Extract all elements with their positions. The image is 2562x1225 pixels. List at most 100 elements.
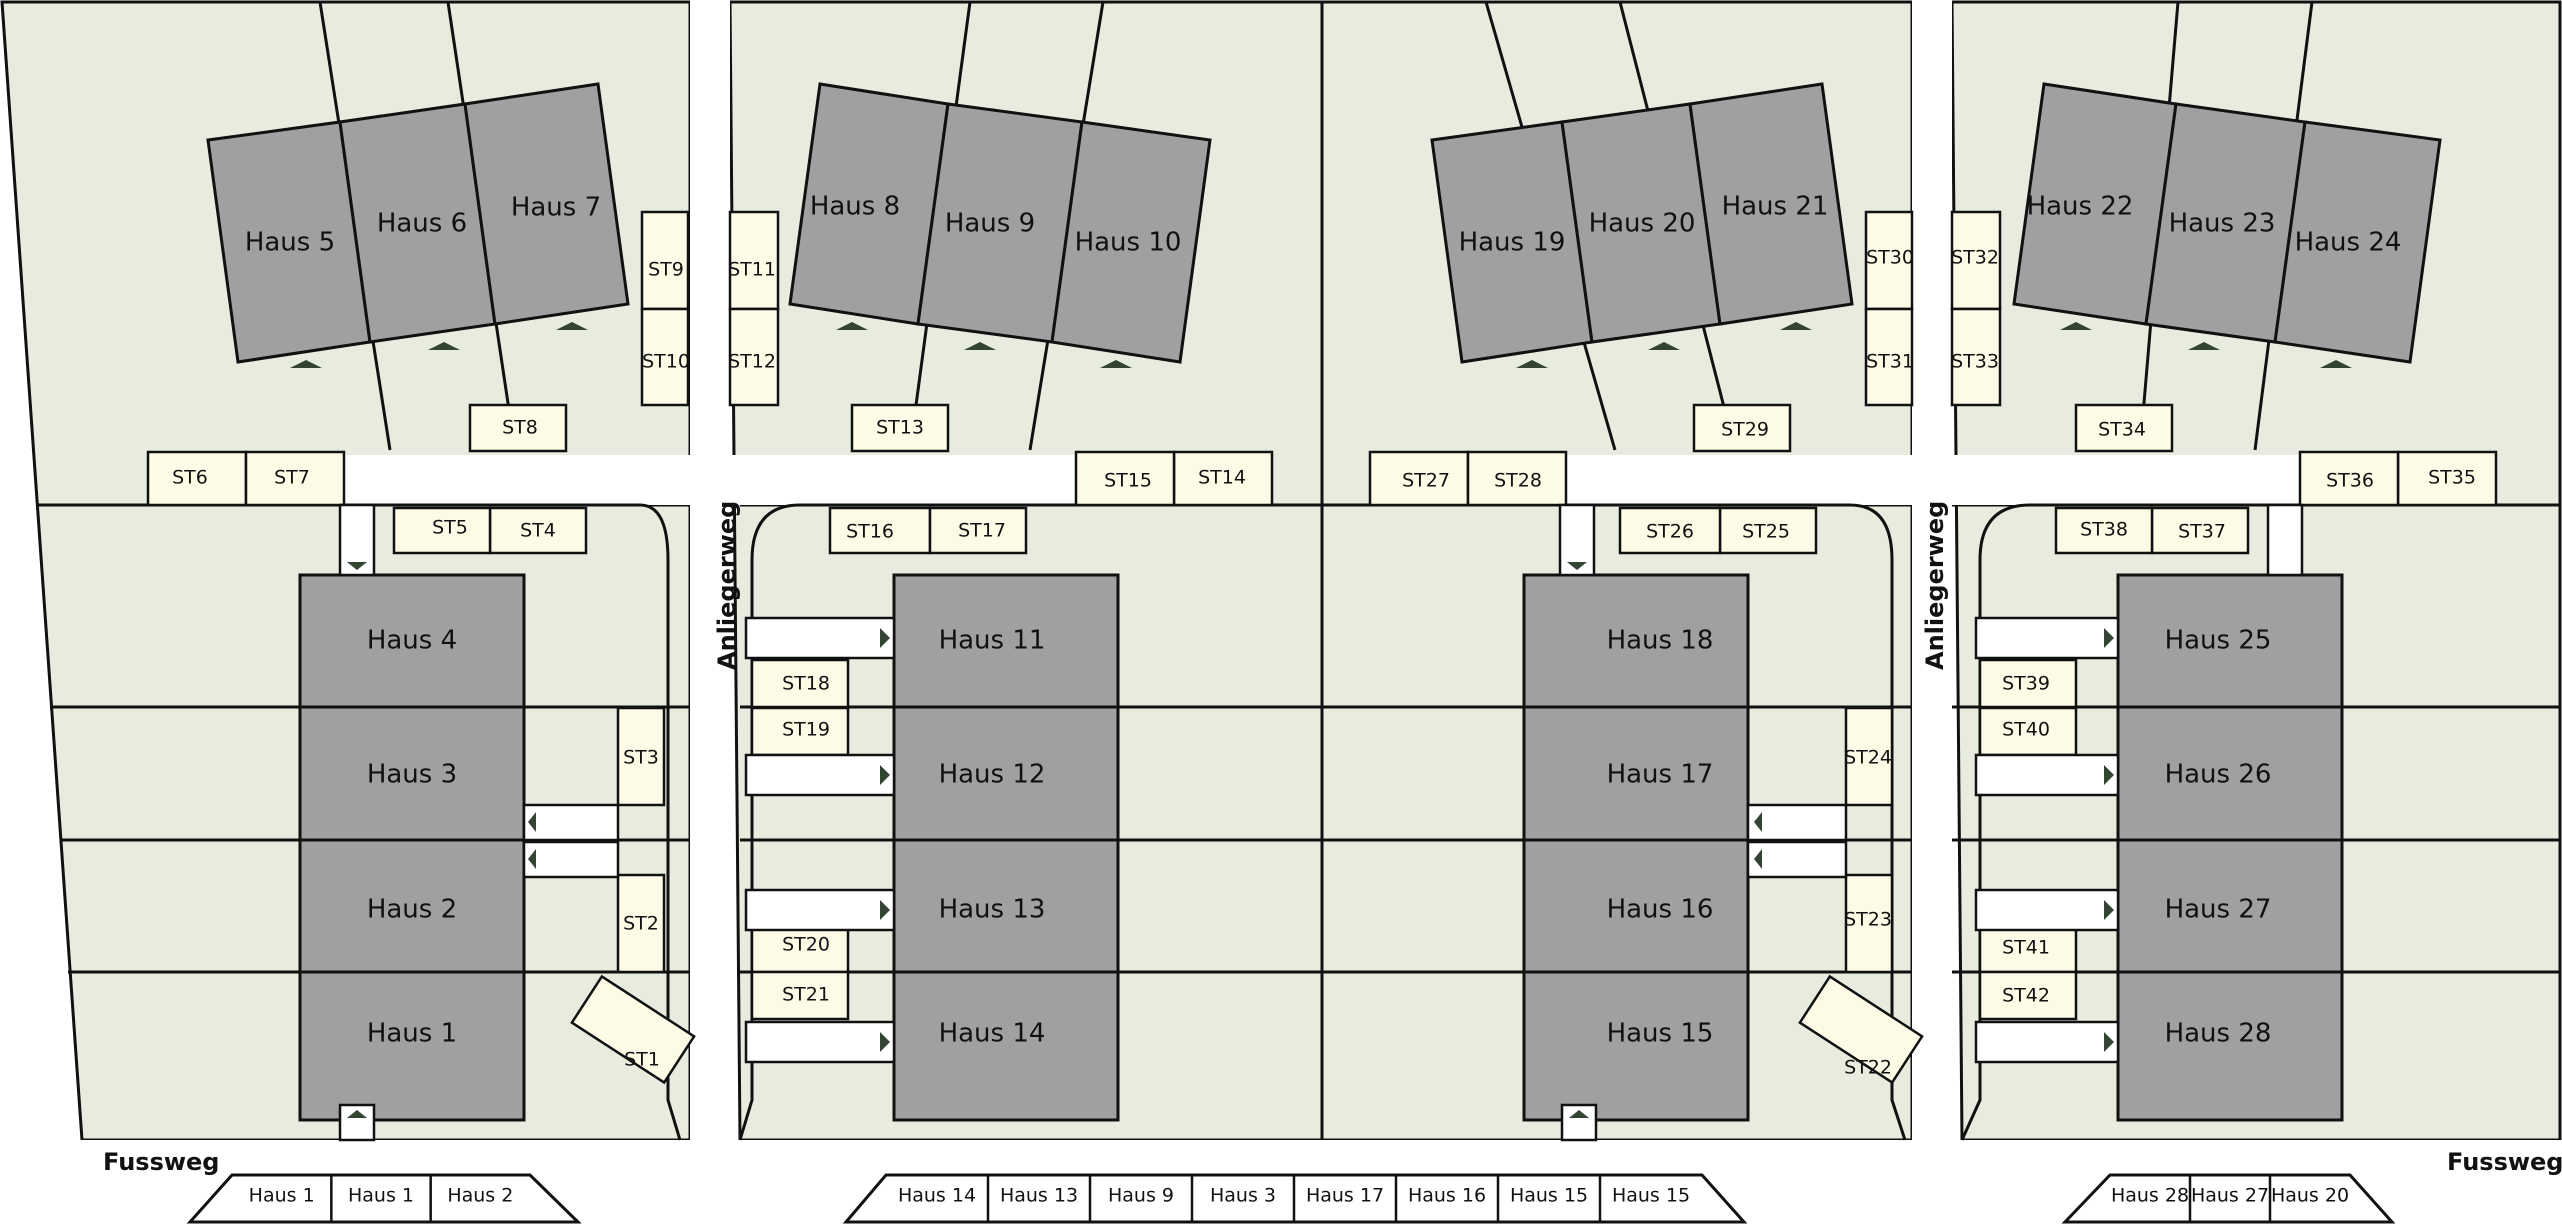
parking-st23 (1844, 873, 1894, 974)
entrance-arrow-icon (428, 342, 460, 350)
cross-way-1 (340, 455, 1270, 505)
parking-label-st38: ST38 (2080, 519, 2128, 541)
house-label-haus3: Haus 3 (367, 760, 457, 790)
entrance-arrow-icon (964, 342, 996, 350)
parking-st19 (750, 706, 850, 757)
house-label-haus14: Haus 14 (939, 1019, 1046, 1049)
house-haus24 (2273, 120, 2442, 364)
parking-st36 (2298, 450, 2400, 507)
parking-label-st21: ST21 (782, 984, 830, 1006)
driveway (2266, 503, 2304, 577)
parking-label-st2: ST2 (623, 913, 659, 935)
parking-label-st37: ST37 (2178, 521, 2226, 543)
anliegerweg-label-left: Anliegerweg (713, 501, 741, 670)
parking-label-st40: ST40 (2002, 719, 2050, 741)
fussweg-label-left: Fussweg (103, 1148, 219, 1176)
entrance-arrow-icon (528, 849, 536, 869)
driveway (744, 753, 896, 797)
parking-label-st19: ST19 (782, 719, 830, 741)
house-label-haus15: Haus 15 (1607, 1019, 1714, 1049)
driveway (744, 1020, 896, 1064)
garage-label-right-0: Haus 28 (2111, 1185, 2189, 1207)
parking-label-st14: ST14 (1198, 467, 1246, 489)
house-label-haus13: Haus 13 (939, 895, 1046, 925)
garage-label-middle-0: Haus 14 (898, 1185, 976, 1207)
entrance-arrow-icon (2060, 322, 2092, 330)
curb-line (340, 503, 682, 1141)
parking-label-st17: ST17 (958, 520, 1006, 542)
driveway (744, 888, 896, 932)
house-label-haus26: Haus 26 (2165, 760, 2272, 790)
parking-label-st10: ST10 (642, 351, 690, 373)
house-label-haus5: Haus 5 (245, 228, 335, 258)
parking-st5 (392, 506, 492, 555)
garage-label-middle-7: Haus 15 (1612, 1185, 1690, 1207)
parking-label-st36: ST36 (2326, 470, 2374, 492)
driveway (1974, 888, 2120, 932)
parking-label-st27: ST27 (1402, 470, 1450, 492)
house-label-haus6: Haus 6 (377, 209, 467, 239)
house-label-haus19: Haus 19 (1459, 228, 1566, 258)
entrance-arrow-icon (2188, 342, 2220, 350)
house-label-haus7: Haus 7 (511, 193, 601, 223)
parking-label-st41: ST41 (2002, 937, 2050, 959)
driveway (1974, 616, 2120, 660)
parking-st1 (570, 974, 696, 1085)
entrance-arrow-icon (290, 360, 322, 368)
parking-st9 (640, 210, 690, 311)
parking-label-st23: ST23 (1844, 909, 1892, 931)
driveway (1974, 753, 2120, 797)
parking-label-st16: ST16 (846, 521, 894, 543)
entrance-arrow-icon (2104, 1032, 2114, 1052)
parking-label-st9: ST9 (648, 259, 684, 281)
garage-label-middle-5: Haus 16 (1408, 1185, 1486, 1207)
driveway (744, 616, 896, 660)
parking-label-st13: ST13 (876, 417, 924, 439)
house-label-haus4: Haus 4 (367, 626, 457, 656)
house-label-haus24: Haus 24 (2295, 228, 2402, 258)
parking-label-st33: ST33 (1951, 351, 1999, 373)
parking-st24 (1844, 706, 1894, 807)
anliegerweg-label-right: Anliegerweg (1921, 501, 1949, 670)
parking-label-st7: ST7 (274, 467, 310, 489)
parking-st39 (1978, 658, 2078, 709)
house-haus10 (1050, 120, 1212, 364)
parking-st25 (1718, 506, 1818, 555)
house-label-haus8: Haus 8 (810, 192, 900, 222)
parking-st12 (728, 307, 780, 407)
driveway (1974, 1020, 2120, 1064)
house-haus21 (1688, 82, 1854, 326)
parking-label-st39: ST39 (2002, 673, 2050, 695)
parking-st35 (2396, 450, 2498, 507)
parking-label-st15: ST15 (1104, 470, 1152, 492)
garage-row-right (2061, 1173, 2396, 1224)
house-label-haus18: Haus 18 (1607, 626, 1714, 656)
entrance-arrow-icon (528, 812, 536, 832)
house-label-haus27: Haus 27 (2165, 895, 2272, 925)
parking-st13 (850, 403, 950, 453)
entrance-arrow-icon (1516, 360, 1548, 368)
parking-label-st28: ST28 (1494, 470, 1542, 492)
curb-line (738, 503, 1270, 1141)
entrance-arrow-icon (1648, 342, 1680, 350)
house-label-haus9: Haus 9 (945, 209, 1035, 239)
path-labels: Anliegerweg Anliegerweg Fussweg Fussweg (103, 501, 2562, 1176)
parking-st10 (640, 307, 690, 407)
parking-st38 (2054, 506, 2154, 555)
parking-st22 (1798, 974, 1924, 1085)
parking-label-st29: ST29 (1721, 419, 1769, 441)
parking-label-st20: ST20 (782, 934, 830, 956)
entrance-arrow-icon (1100, 360, 1132, 368)
house-label-haus21: Haus 21 (1722, 192, 1829, 222)
entrance-arrow-icon (880, 628, 890, 648)
parking-label-st25: ST25 (1742, 521, 1790, 543)
parking-label-st35: ST35 (2428, 467, 2476, 489)
garage-label-left-2: Haus 2 (447, 1185, 513, 1207)
entrance-arrow-icon (2104, 765, 2114, 785)
house-label-haus10: Haus 10 (1075, 228, 1182, 258)
entrance-arrow-icon (880, 765, 890, 785)
curb-line (1960, 503, 2306, 1141)
entrance-arrows (290, 322, 2352, 1142)
